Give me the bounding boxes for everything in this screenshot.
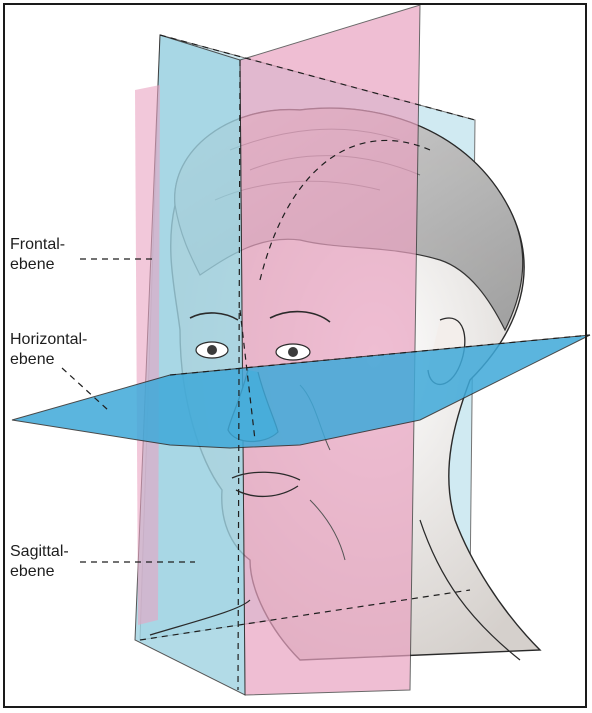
horizontal-label-line2: ebene [10, 350, 87, 370]
sagittal-plane-label: Sagittal- ebene [10, 542, 69, 582]
frame-border [3, 3, 587, 708]
frontal-label-line1: Frontal- [10, 235, 65, 255]
frontal-plane-label: Frontal- ebene [10, 235, 65, 275]
horizontal-label-line1: Horizontal- [10, 330, 87, 350]
horizontal-plane-label: Horizontal- ebene [10, 330, 87, 370]
sagittal-label-line1: Sagittal- [10, 542, 69, 562]
sagittal-label-line2: ebene [10, 562, 69, 582]
frontal-label-line2: ebene [10, 255, 65, 275]
